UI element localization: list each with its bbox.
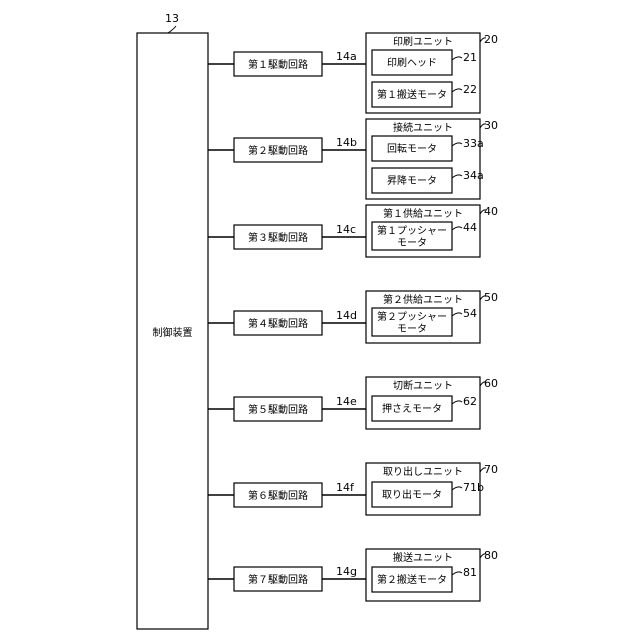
circuit-ref-4: 14d: [336, 309, 357, 322]
row-1: 第１駆動回路 14a 印刷ユニット 20 印刷ヘッド 21 第１搬送モータ 22: [208, 33, 498, 113]
circuit-ref-7: 14g: [336, 565, 357, 578]
component-label-5-1: 押さえモータ: [382, 402, 442, 415]
circuit-label-4: 第４駆動回路: [248, 317, 308, 330]
component-label-6-1: 取り出モータ: [382, 488, 442, 501]
component-label2-4-1: モータ: [397, 323, 427, 335]
row-3: 第３駆動回路 14c 第１供給ユニット 40 第１プッシャー モータ 44: [208, 205, 498, 257]
unit-ref-7: 80: [484, 549, 498, 562]
component-label-4-1: 第２プッシャー: [377, 310, 447, 323]
unit-ref-3: 40: [484, 205, 498, 218]
component-label-1-2: 第１搬送モータ: [377, 88, 447, 101]
row-4: 第４駆動回路 14d 第２供給ユニット 50 第２プッシャー モータ 54: [208, 291, 498, 343]
controller-ref: 13: [165, 12, 179, 25]
unit-label-4: 第２供給ユニット: [383, 293, 463, 306]
circuit-ref-3: 14c: [336, 223, 356, 236]
circuit-label-6: 第６駆動回路: [248, 489, 308, 502]
row-5: 第５駆動回路 14e 切断ユニット 60 押さえモータ 62: [208, 377, 498, 429]
unit-ref-2: 30: [484, 119, 498, 132]
circuit-ref-1: 14a: [336, 50, 357, 63]
controller: 13 制御装置: [137, 12, 208, 629]
component-label-1-1: 印刷ヘッド: [387, 57, 437, 69]
unit-label-5: 切断ユニット: [393, 379, 453, 392]
row-7: 第７駆動回路 14g 搬送ユニット 80 第２搬送モータ 81: [208, 549, 498, 601]
component-ref-7-1: 81: [463, 566, 477, 579]
circuit-ref-5: 14e: [336, 395, 357, 408]
controller-label: 制御装置: [153, 326, 193, 339]
unit-ref-5: 60: [484, 377, 498, 390]
component-ref-6-1: 71b: [463, 481, 484, 494]
component-label-2-1: 回転モータ: [387, 143, 437, 155]
unit-label-3: 第１供給ユニット: [383, 207, 463, 220]
circuit-ref-6: 14f: [336, 481, 355, 494]
component-ref-3-1: 44: [463, 221, 477, 234]
unit-label-7: 搬送ユニット: [393, 551, 453, 564]
row-2: 第２駆動回路 14b 接続ユニット 30 回転モータ 33a 昇降モータ 34a: [208, 119, 498, 199]
unit-ref-4: 50: [484, 291, 498, 304]
component-label-2-2: 昇降モータ: [387, 174, 437, 187]
circuit-label-2: 第２駆動回路: [248, 144, 308, 157]
component-label-7-1: 第２搬送モータ: [377, 573, 447, 586]
circuit-label-3: 第３駆動回路: [248, 231, 308, 244]
circuit-label-7: 第７駆動回路: [248, 573, 308, 586]
component-ref-4-1: 54: [463, 307, 477, 320]
component-ref-5-1: 62: [463, 395, 477, 408]
component-ref-1-2: 22: [463, 83, 477, 96]
unit-ref-6: 70: [484, 463, 498, 476]
component-label-3-1: 第１プッシャー: [377, 224, 447, 237]
circuit-ref-2: 14b: [336, 136, 357, 149]
unit-ref-1: 20: [484, 33, 498, 46]
circuit-label-1: 第１駆動回路: [248, 58, 308, 71]
unit-label-2: 接続ユニット: [393, 121, 453, 134]
circuit-label-5: 第５駆動回路: [248, 403, 308, 416]
component-ref-1-1: 21: [463, 51, 477, 64]
component-ref-2-2: 34a: [463, 169, 484, 182]
row-6: 第６駆動回路 14f 取り出しユニット 70 取り出モータ 71b: [208, 463, 498, 515]
unit-label-1: 印刷ユニット: [393, 36, 453, 48]
component-ref-2-1: 33a: [463, 137, 484, 150]
component-label2-3-1: モータ: [397, 237, 427, 249]
unit-label-6: 取り出しユニット: [383, 465, 463, 478]
